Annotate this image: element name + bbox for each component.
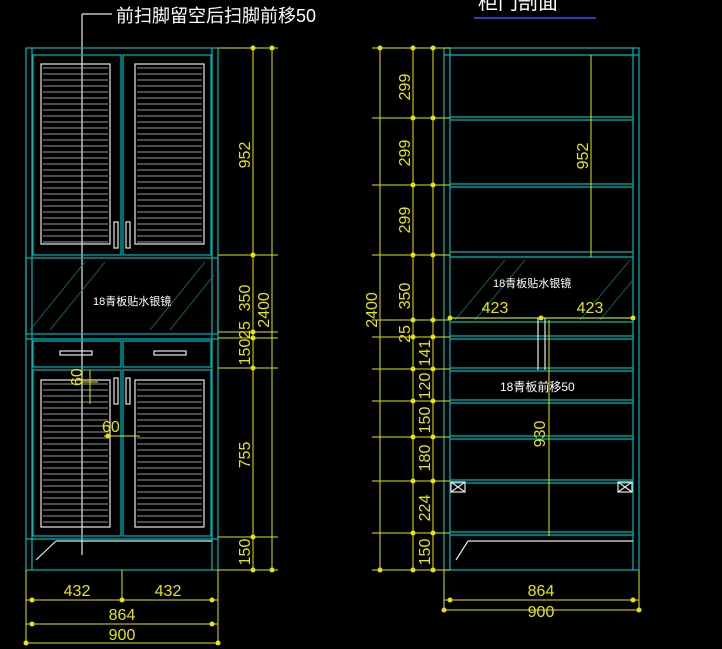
- dim-tick: [410, 45, 416, 51]
- front-glass-height: 350: [237, 285, 254, 312]
- section-shelf-6: 224: [417, 495, 434, 522]
- dim-tick: [430, 334, 436, 340]
- dim-tick: [430, 45, 436, 51]
- front-total-height: 2400: [256, 292, 273, 328]
- front-partition: 25: [237, 321, 254, 339]
- louver-panel: [40, 379, 111, 528]
- front-glass-note: 18青板贴水银镜: [93, 294, 171, 308]
- dim-tick: [410, 317, 416, 323]
- section-view: 18青板贴水银镜 18青板前移50 952 930 423 423 299 29…: [364, 45, 642, 621]
- dim-tick: [410, 567, 416, 573]
- glass-hatch: [29, 261, 215, 331]
- runner-mark: [617, 481, 633, 493]
- dim-tick: [250, 252, 256, 258]
- front-inner-width: 864: [109, 607, 136, 624]
- section-half-right: 423: [577, 300, 604, 317]
- dim-tick: [410, 398, 416, 404]
- door-handle: [125, 221, 131, 249]
- dim-tick: [410, 478, 416, 484]
- front-total-width: 900: [109, 627, 136, 644]
- front-elevation: 18青板贴水银镜 60 60 952 350 25 150: [23, 45, 278, 646]
- dim-tick: [410, 366, 416, 372]
- section-inner-width: 864: [528, 583, 555, 600]
- drawer-handle: [153, 350, 187, 356]
- dim-tick: [430, 567, 436, 573]
- dim-tick: [430, 182, 436, 188]
- front-drawer-height: 150: [237, 339, 254, 366]
- dim-tick: [410, 434, 416, 440]
- dim-tick: [430, 115, 436, 121]
- section-drawer-2: 120: [417, 373, 434, 400]
- door-handle: [113, 221, 119, 249]
- dim-tick: [430, 366, 436, 372]
- dim-tick: [250, 335, 256, 341]
- section-half-left: 423: [482, 300, 509, 317]
- section-shelf-5: 180: [417, 445, 434, 472]
- dim-tick: [250, 567, 256, 573]
- top-note-text: 前扫脚留空后扫脚前移50: [116, 6, 316, 26]
- section-shelf-4: 150: [417, 407, 434, 434]
- dim-tick: [250, 365, 256, 371]
- right-title-text: 柜门剖面: [478, 0, 558, 14]
- front-left-door-width: 432: [64, 583, 91, 600]
- section-glass-note: 18青板贴水银镜: [493, 276, 571, 290]
- section-upper-total: 952: [575, 143, 592, 170]
- dim-tick: [430, 252, 436, 258]
- front-handle-gap-1: 60: [69, 368, 86, 386]
- dim-tick: [410, 182, 416, 188]
- drawer-handle: [59, 350, 93, 356]
- front-handle-gap-2: 60: [102, 419, 120, 436]
- dim-tick: [430, 317, 436, 323]
- door-handle: [113, 377, 119, 405]
- dim-tick: [377, 45, 383, 51]
- dim-tick: [430, 530, 436, 536]
- dim-tick: [410, 334, 416, 340]
- section-plinth: 150: [417, 539, 434, 566]
- section-total-width: 900: [528, 604, 555, 621]
- section-glass-band: 350: [397, 283, 414, 310]
- section-lower-total: 930: [532, 421, 549, 448]
- dim-tick: [410, 115, 416, 121]
- section-shelf-3: 299: [397, 207, 414, 234]
- right-title: 柜门剖面: [474, 0, 596, 19]
- section-total-height: 2400: [364, 292, 381, 328]
- dim-tick: [430, 434, 436, 440]
- dim-tick: [250, 534, 256, 540]
- dim-tick: [269, 45, 275, 51]
- dim-tick: [250, 329, 256, 335]
- section-shelf-2: 299: [397, 140, 414, 167]
- top-note: 前扫脚留空后扫脚前移50: [81, 6, 316, 555]
- section-back-note: 18青板前移50: [500, 379, 575, 394]
- dim-tick: [269, 567, 275, 573]
- front-lower-height: 755: [237, 442, 254, 469]
- section-partition: 25: [397, 325, 414, 343]
- front-right-door-width: 432: [155, 583, 182, 600]
- dim-tick: [430, 398, 436, 404]
- front-upper-height: 952: [237, 142, 254, 169]
- dim-tick: [250, 45, 256, 51]
- dim-tick: [377, 567, 383, 573]
- front-plinth: 150: [237, 539, 254, 566]
- door-handle: [125, 377, 131, 405]
- louver-panel: [134, 379, 205, 528]
- dim-tick: [430, 478, 436, 484]
- louver-panel: [40, 63, 111, 245]
- dim-tick: [410, 252, 416, 258]
- louver-panel: [134, 63, 205, 245]
- section-shelf-1: 299: [397, 74, 414, 101]
- section-glass-hatch: [454, 259, 634, 321]
- section-drawer-1: 141: [417, 340, 434, 367]
- runner-mark: [450, 481, 466, 493]
- dim-tick: [410, 530, 416, 536]
